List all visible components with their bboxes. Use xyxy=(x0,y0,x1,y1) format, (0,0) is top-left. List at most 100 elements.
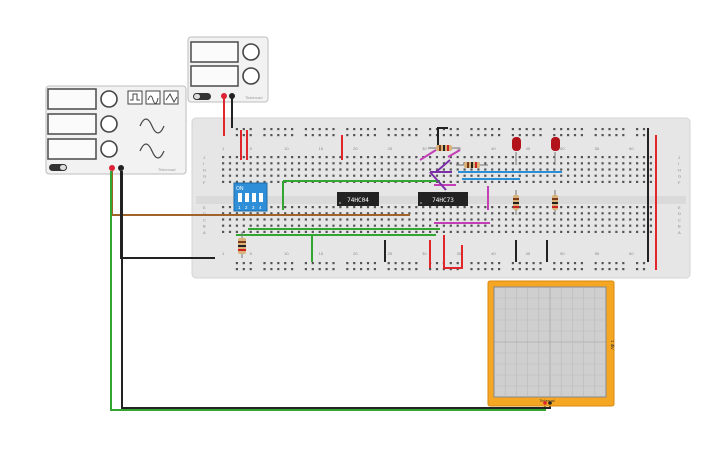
current-knob[interactable] xyxy=(242,67,260,85)
dip-toggle-3[interactable] xyxy=(252,193,256,202)
amplitude-display xyxy=(47,113,97,135)
column-label: 1 xyxy=(222,251,225,256)
row-label: D xyxy=(203,211,206,216)
chip-label: 74HC04 xyxy=(347,197,369,204)
row-label: H xyxy=(203,167,206,172)
chip-label: 74HC73 xyxy=(432,197,454,204)
row-label: G xyxy=(203,174,206,179)
row-label: B xyxy=(678,224,681,229)
triangle-wave-button[interactable] xyxy=(145,90,161,105)
wire-magenta[interactable] xyxy=(419,149,437,161)
probe-negative[interactable] xyxy=(548,401,552,405)
column-label: 35 xyxy=(457,251,462,256)
column-label: 50 xyxy=(560,146,565,151)
dip-position-label: 4 xyxy=(259,205,262,210)
wire-red[interactable] xyxy=(443,235,463,269)
oscilloscope[interactable]: 1 div Tinkercad xyxy=(487,280,615,407)
row-label: G xyxy=(678,174,681,179)
row-label: C xyxy=(203,217,206,222)
chip-74hc73[interactable]: 74HC73 xyxy=(418,192,468,206)
column-label: 5 xyxy=(250,146,253,151)
oscilloscope-brand: Tinkercad xyxy=(539,399,554,403)
column-label: 50 xyxy=(560,251,565,256)
column-label: 60 xyxy=(629,251,634,256)
sine-wave-icon xyxy=(147,95,159,104)
frequency-display xyxy=(47,88,97,110)
led-red[interactable] xyxy=(512,137,521,165)
frequency-knob[interactable] xyxy=(100,90,118,108)
wire-purple[interactable] xyxy=(435,159,451,173)
row-label: A xyxy=(678,230,681,235)
current-display xyxy=(190,65,239,87)
sawtooth-wave-button[interactable] xyxy=(163,90,179,105)
dip-switch[interactable]: ON 1 2 3 4 xyxy=(233,182,268,212)
voltage-knob[interactable] xyxy=(242,43,260,61)
column-label: 1 xyxy=(222,146,225,151)
resistor[interactable] xyxy=(238,232,246,258)
chip-74hc04[interactable]: 74HC04 xyxy=(337,192,379,206)
row-label: D xyxy=(678,211,681,216)
row-label: J xyxy=(678,155,680,160)
column-label: 25 xyxy=(388,146,393,151)
dip-position-label: 1 xyxy=(238,205,241,210)
column-labels: 1155101015152020252530303535404045455050… xyxy=(222,146,634,256)
function-generator[interactable]: Tinkercad xyxy=(45,85,187,175)
row-label: I xyxy=(678,161,679,166)
square-wave-button[interactable] xyxy=(127,90,143,105)
wire-purple[interactable] xyxy=(429,171,447,191)
amplitude-knob[interactable] xyxy=(100,115,118,133)
column-label: 55 xyxy=(595,251,600,256)
resistor[interactable] xyxy=(552,190,558,215)
resistor[interactable] xyxy=(428,145,460,151)
probe-positive[interactable] xyxy=(543,401,547,405)
column-label: 45 xyxy=(526,146,531,151)
column-label: 10 xyxy=(284,146,289,151)
oscilloscope-scale-label: 1 div xyxy=(610,340,615,350)
column-label: 10 xyxy=(284,251,289,256)
dip-switch-on-label: ON xyxy=(236,186,244,192)
oscilloscope-grid xyxy=(494,287,606,397)
voltage-display xyxy=(190,41,239,63)
negative-terminal[interactable] xyxy=(118,165,124,171)
row-label: F xyxy=(678,180,681,185)
square-wave-icon xyxy=(130,93,140,101)
column-label: 5 xyxy=(250,251,253,256)
resistor[interactable] xyxy=(513,190,519,215)
row-label: E xyxy=(678,205,681,210)
function-generator-brand: Tinkercad xyxy=(158,167,175,172)
sine-wave-icon xyxy=(139,143,165,159)
column-label: 15 xyxy=(319,146,324,151)
column-label: 45 xyxy=(526,251,531,256)
dip-toggle-1[interactable] xyxy=(238,193,242,202)
resistor[interactable] xyxy=(456,162,488,168)
column-label: 30 xyxy=(422,251,427,256)
triangle-wave-icon xyxy=(165,93,178,104)
row-label: H xyxy=(678,167,681,172)
column-label: 15 xyxy=(319,251,324,256)
dip-position-label: 2 xyxy=(245,205,248,210)
wire-magenta[interactable] xyxy=(447,149,461,158)
row-label: I xyxy=(203,161,204,166)
positive-terminal[interactable] xyxy=(109,165,115,171)
row-label: J xyxy=(203,155,205,160)
wire-black[interactable] xyxy=(437,127,448,150)
dip-toggle-2[interactable] xyxy=(245,193,249,202)
column-label: 55 xyxy=(595,146,600,151)
offset-display xyxy=(47,138,97,160)
column-label: 20 xyxy=(353,251,358,256)
column-label: 40 xyxy=(491,146,496,151)
row-label: A xyxy=(203,230,206,235)
row-label: C xyxy=(678,217,681,222)
column-label: 20 xyxy=(353,146,358,151)
dip-toggle-4[interactable] xyxy=(259,193,263,202)
row-label: F xyxy=(203,180,206,185)
sine-wave-icon xyxy=(139,118,165,134)
offset-knob[interactable] xyxy=(100,140,118,158)
column-label: 60 xyxy=(629,146,634,151)
power-supply[interactable]: Tinkercad xyxy=(187,36,269,103)
row-label: B xyxy=(203,224,206,229)
column-label: 30 xyxy=(422,146,427,151)
led-red[interactable] xyxy=(551,137,560,165)
